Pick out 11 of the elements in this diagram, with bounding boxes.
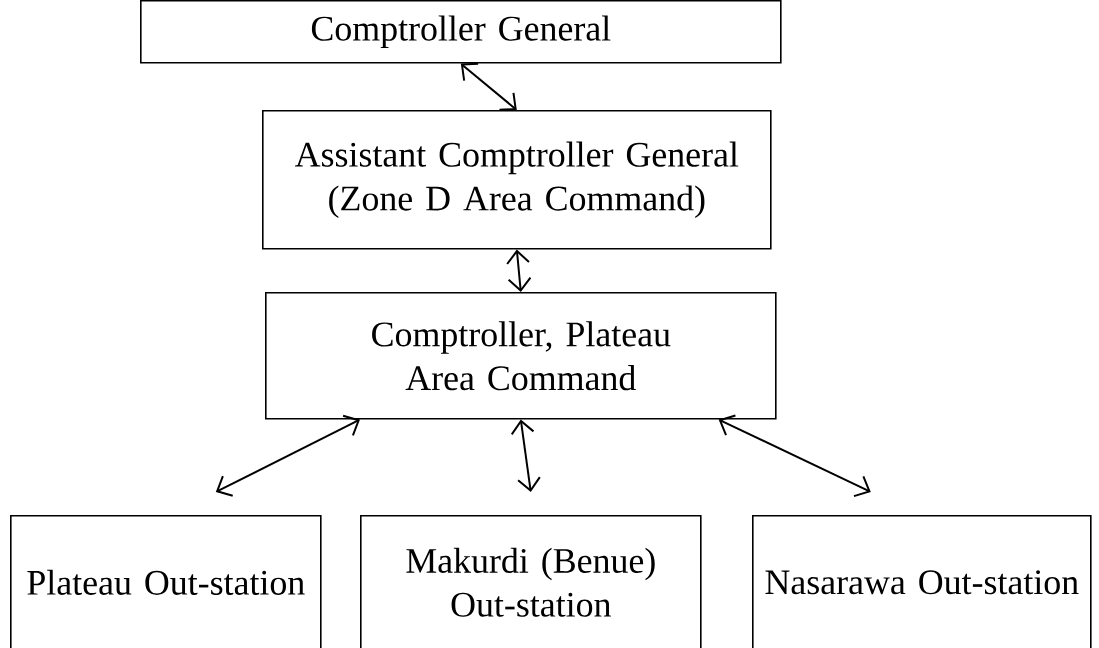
org-box: Comptroller General — [140, 0, 782, 64]
arrow — [510, 419, 541, 492]
org-box: Makurdi (Benue) Out-station — [360, 515, 702, 648]
arrow — [718, 414, 871, 498]
arrow — [215, 414, 360, 497]
arrow — [460, 62, 517, 111]
org-box: Assistant Comptroller General (Zone D Area Command) — [262, 110, 772, 250]
arrow — [506, 249, 532, 292]
org-box: Plateau Out-station — [10, 515, 322, 648]
org-box: Comptroller, Plateau Area Command — [265, 292, 777, 420]
org-box: Nasarawa Out-station — [752, 515, 1092, 648]
